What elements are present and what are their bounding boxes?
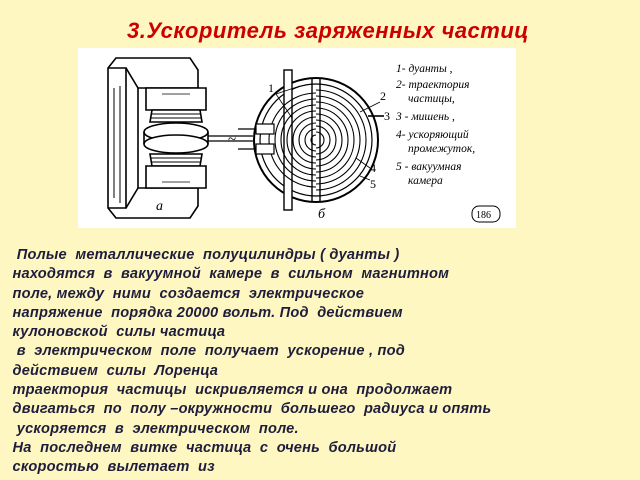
- legend-line: 1- дуанты ,: [396, 63, 453, 75]
- dees-drawing: [238, 69, 384, 211]
- body-line: в электрическом поле получает ускорение …: [4, 343, 405, 360]
- legend-line: частицы,: [408, 93, 455, 105]
- body-line: На последнем витке частица с очень больш…: [4, 439, 397, 456]
- body-line: двигаться по полу –окружности большего р…: [4, 401, 492, 418]
- legend-line: 4- ускоряющий: [396, 128, 469, 141]
- body-line: кулоновской силы частица: [4, 324, 226, 341]
- figure-legend: 1- дуанты , 2- траектория частицы, 3 - м…: [395, 63, 475, 187]
- body-line: скоростью вылетает из: [4, 459, 215, 476]
- legend-line: камера: [408, 175, 443, 187]
- cyclotron-figure: а: [78, 48, 516, 228]
- body-line: действием силы Лоренца: [4, 362, 219, 379]
- body-paragraph: Полые металлические полуцилиндры ( дуант…: [4, 246, 636, 478]
- cyclotron-diagram: а: [107, 57, 501, 223]
- body-line: находятся в вакуумной камере в сильном м…: [4, 266, 450, 283]
- body-line: ускоряется в электрическом поле.: [4, 420, 299, 437]
- callout-1: 1: [268, 81, 274, 95]
- legend-line: 5 - вакуумная: [396, 161, 461, 173]
- callout-2: 2: [380, 89, 386, 103]
- legend-line: 2- траектория: [396, 79, 470, 91]
- body-line: напряжение порядка 20000 вольт. Под дейс…: [4, 304, 403, 321]
- ac-source-symbol: ~: [228, 132, 236, 148]
- slide-title-line1: 3.Ускоритель заряженных частиц: [127, 18, 529, 43]
- callout-5: 5: [370, 177, 376, 191]
- body-line: траектория частицы искривляется и она пр…: [4, 382, 453, 399]
- callout-4: 4: [370, 161, 376, 175]
- figure-label-b: б: [318, 207, 326, 222]
- magnet-drawing: [107, 57, 253, 219]
- body-line: Полые металлические полуцилиндры ( дуант…: [4, 247, 400, 263]
- figure-page-number: 186: [476, 210, 491, 221]
- figure-label-a: а: [156, 199, 163, 214]
- legend-line: 3 - мишень ,: [395, 111, 455, 123]
- legend-line: промежуток,: [408, 143, 475, 155]
- body-line: поле, между ними создается электрическое: [4, 285, 365, 302]
- callout-3: 3: [384, 109, 390, 123]
